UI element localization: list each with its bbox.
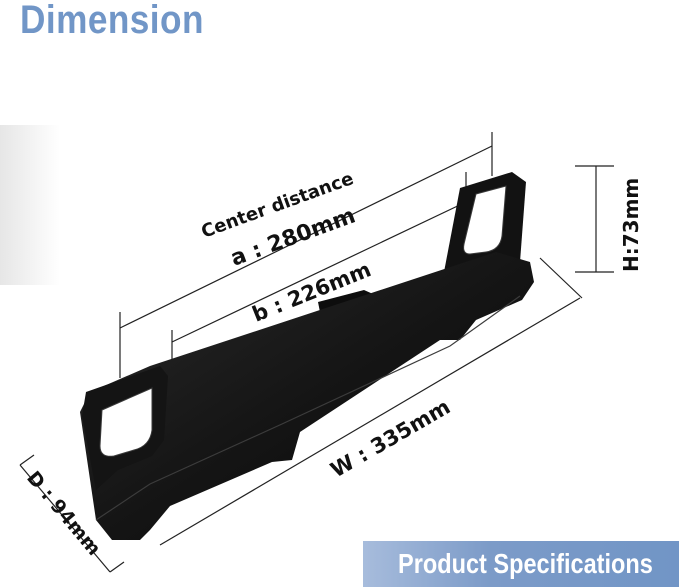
- dimension-line-w: [159, 257, 583, 546]
- dimension-line-h: [575, 165, 614, 273]
- bracket-image: [80, 172, 534, 540]
- dimension-line-d: [19, 454, 125, 573]
- specifications-banner-text: Product Specifications: [398, 548, 653, 579]
- label-h: H:73mm: [619, 178, 643, 272]
- page-title: Dimension: [20, 0, 204, 42]
- background-shadow: [0, 125, 60, 285]
- dimension-line-a: [119, 132, 493, 378]
- specifications-banner: [363, 541, 679, 587]
- label-w: W : 335mm: [327, 395, 455, 483]
